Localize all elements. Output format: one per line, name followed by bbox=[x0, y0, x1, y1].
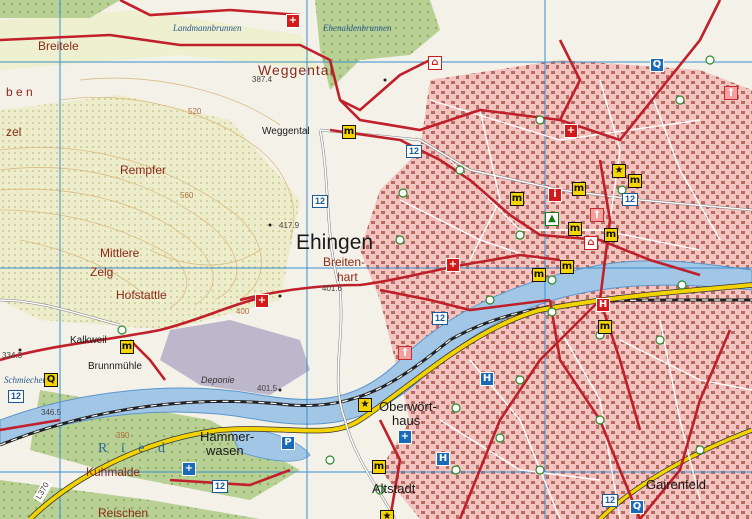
label-hammerwasen-2: wasen bbox=[206, 443, 244, 458]
hospital-icon[interactable]: + bbox=[564, 124, 578, 138]
elevation-346: 346.5 bbox=[41, 408, 62, 417]
museum-icon[interactable]: m bbox=[572, 182, 586, 196]
info-icon[interactable]: i bbox=[548, 188, 562, 202]
label-deponie: Deponie bbox=[201, 375, 235, 385]
elevation-417: 417.9 bbox=[279, 221, 300, 230]
label-breitenhart-1: Breiten- bbox=[323, 255, 366, 269]
label-oberworthaus-2: haus bbox=[392, 413, 421, 428]
label-mittlere: Mittlere bbox=[100, 246, 140, 260]
label-landmannbrunnen: Landmannbrunnen bbox=[173, 23, 242, 33]
museum-icon[interactable]: m bbox=[342, 125, 356, 139]
road-number-12: 12 bbox=[212, 480, 229, 493]
road-number-12: 12 bbox=[602, 494, 619, 507]
contour-lines bbox=[0, 77, 295, 309]
label-breitenhart-2: hart bbox=[337, 270, 358, 284]
label-river-schmiechen: Schmiechen bbox=[4, 375, 47, 385]
stop-icon[interactable]: H bbox=[436, 452, 450, 466]
lookout-icon[interactable]: ★ bbox=[612, 164, 626, 178]
contour-label-520: 520 bbox=[188, 107, 202, 116]
contour-label-400: 400 bbox=[236, 307, 250, 316]
hospital-icon[interactable]: + bbox=[255, 294, 269, 308]
museum-icon[interactable]: m bbox=[604, 228, 618, 242]
hospital-icon[interactable]: + bbox=[286, 14, 300, 28]
river-valley bbox=[0, 260, 752, 446]
hospital-icon[interactable]: + bbox=[446, 258, 460, 272]
church-icon[interactable]: † bbox=[398, 346, 412, 360]
road-number-12: 12 bbox=[312, 195, 329, 208]
elevation-334: 334.3 bbox=[2, 351, 23, 360]
museum-icon[interactable]: m bbox=[568, 222, 582, 236]
label-weggental-place: Weggental bbox=[262, 126, 310, 137]
label-ben: b e n bbox=[6, 85, 33, 99]
label-ehingen: Ehingen bbox=[296, 231, 374, 254]
label-reischen: Reischen bbox=[98, 506, 149, 519]
museum-icon[interactable]: m bbox=[560, 260, 574, 274]
church-icon[interactable]: † bbox=[590, 208, 604, 222]
orchard-area-west bbox=[0, 95, 300, 330]
contour-label-560: 560 bbox=[180, 191, 194, 200]
label-hofstattle: Hofstattle bbox=[116, 288, 167, 302]
label-weggental: Weggental bbox=[258, 62, 334, 78]
label-brunnmuhle: Brunnmühle bbox=[88, 361, 142, 372]
hospital-icon[interactable]: + bbox=[182, 462, 196, 476]
label-altstadt: Altstadt bbox=[372, 481, 416, 496]
elevation-387: 387.4 bbox=[252, 75, 273, 84]
stop-icon[interactable]: H bbox=[596, 298, 610, 312]
label-gairenfeld: Gairenfeld bbox=[646, 477, 706, 492]
deponie-area bbox=[160, 320, 310, 395]
museum-icon[interactable]: m bbox=[532, 268, 546, 282]
label-zelg: Zelg bbox=[90, 265, 114, 279]
label-kalkweil: Kalkweil bbox=[70, 335, 107, 346]
museum-icon[interactable]: m bbox=[628, 174, 642, 188]
hospital-icon[interactable]: + bbox=[398, 430, 412, 444]
label-breitele: Breitele bbox=[38, 39, 79, 53]
hiking-trails bbox=[0, 0, 732, 519]
road-number-12: 12 bbox=[406, 145, 423, 158]
forest-north bbox=[315, 0, 440, 90]
museum-icon[interactable]: m bbox=[510, 192, 524, 206]
road-number-12: 12 bbox=[8, 390, 25, 403]
museum-icon[interactable]: m bbox=[598, 320, 612, 334]
label-kuhmalde: Kuhmalde bbox=[86, 465, 141, 479]
quelle-icon[interactable]: Q bbox=[630, 500, 644, 514]
hut-icon[interactable]: ⌂ bbox=[584, 236, 598, 250]
road-number-12: 12 bbox=[622, 193, 639, 206]
church-icon[interactable]: † bbox=[724, 86, 738, 100]
museum-icon[interactable]: m bbox=[372, 460, 386, 474]
tower-icon[interactable]: ▲ bbox=[545, 212, 559, 226]
stop-markers bbox=[117, 55, 715, 495]
parking-icon[interactable]: P bbox=[281, 436, 295, 450]
quelle-icon[interactable]: Q bbox=[650, 58, 664, 72]
hut-icon[interactable]: ⌂ bbox=[428, 56, 442, 70]
museum-icon[interactable]: m bbox=[120, 340, 134, 354]
road-number-12: 12 bbox=[432, 312, 449, 325]
quelle-icon[interactable]: Q bbox=[44, 373, 58, 387]
meadow-north bbox=[0, 10, 320, 70]
label-hammerwasen-1: Hammer- bbox=[200, 429, 255, 444]
label-ried: R i e d bbox=[98, 441, 170, 456]
label-oberworthaus-1: Oberwört- bbox=[379, 399, 437, 414]
label-zel: zel bbox=[6, 125, 22, 139]
elevation-401b: 401.5 bbox=[257, 384, 278, 393]
label-ehenaldenbrunnen: Ehenaldenbrunnen bbox=[323, 23, 392, 33]
stop-icon[interactable]: H bbox=[480, 372, 494, 386]
elevation-401a: 401.6 bbox=[322, 284, 343, 293]
label-rempfer: Rempfer bbox=[120, 163, 167, 177]
spot-marks bbox=[18, 78, 387, 422]
lookout-icon[interactable]: ★ bbox=[380, 510, 394, 519]
contour-label-390: 390 bbox=[116, 431, 130, 440]
lookout-icon[interactable]: ★ bbox=[358, 398, 372, 412]
